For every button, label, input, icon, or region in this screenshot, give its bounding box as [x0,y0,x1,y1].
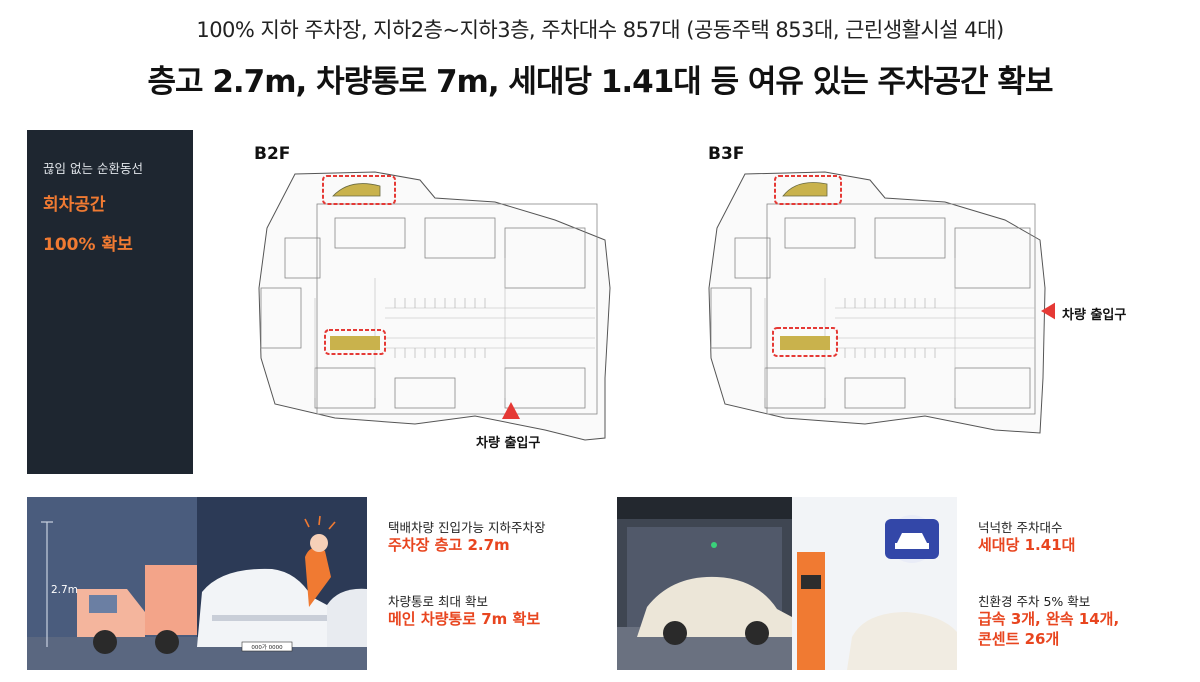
header-summary: 100% 지하 주차장, 지하2층~지하3층, 주차대수 857대 (공동주택 … [196,18,1004,42]
truck-cargo [145,565,197,635]
feature-2-value: 메인 차량통로 7m 확보 [388,610,541,628]
header-headline: 층고 2.7m, 차량통로 7m, 세대당 1.41대 등 여유 있는 주차공간… [147,64,1054,100]
feature-3-value: 세대당 1.41대 [978,536,1076,554]
b3f-entry-marker [1041,302,1055,320]
ev-charging-illustration [617,497,957,670]
feature-3-caption: 넉넉한 주차대수 [978,520,1063,535]
b3f-turnaround-highlight-center [772,327,838,357]
side-panel-highlight-1: 회차공간 [43,195,106,215]
feature-4-caption: 친환경 주차 5% 확보 [978,594,1091,609]
b2f-ramp-center [330,336,380,350]
b2f-ramp-top [332,183,381,197]
b2f-entry-marker [502,402,520,419]
b2f-floor-plan [258,171,611,441]
charger-station [797,552,825,670]
white-suv [197,568,327,647]
b3f-ramp-top [782,182,828,197]
b2f-turnaround-highlight-center [324,329,386,355]
feature-1-value: 주차장 층고 2.7m [388,536,510,554]
feature-1-caption: 택배차량 진입가능 지하주차장 [388,520,546,535]
side-panel-highlight-2: 100% 확보 [43,235,133,255]
b2f-label: B2F [254,144,291,164]
feature-4-value-line1: 급속 3개, 완속 14개, [978,610,1120,628]
license-plate: 000가 0000 [251,643,283,651]
sedan-right [847,612,957,670]
b3f-label: B3F [708,144,745,164]
b2f-turnaround-highlight-top [322,175,396,205]
side-panel: 끊임 없는 순환동선 회차공간 100% 확보 [27,130,193,474]
b2f-entry-label: 차량 출입구 [476,436,541,451]
height-label: 2.7m [51,584,78,596]
feature-2-caption: 차량통로 최대 확보 [388,594,488,609]
feature-4-value-line2: 콘센트 26개 [978,630,1060,648]
person-figure [305,547,331,607]
truck-garage-illustration: 2.7m 000가 0000 [27,497,367,670]
b3f-entry-label: 차량 출입구 [1062,308,1127,323]
side-panel-subtitle: 끊임 없는 순환동선 [43,161,143,176]
status-light [711,542,717,548]
b3f-ramp-center [780,336,830,350]
b3f-floor-plan [708,171,1055,434]
b3f-turnaround-highlight-top [774,175,842,205]
